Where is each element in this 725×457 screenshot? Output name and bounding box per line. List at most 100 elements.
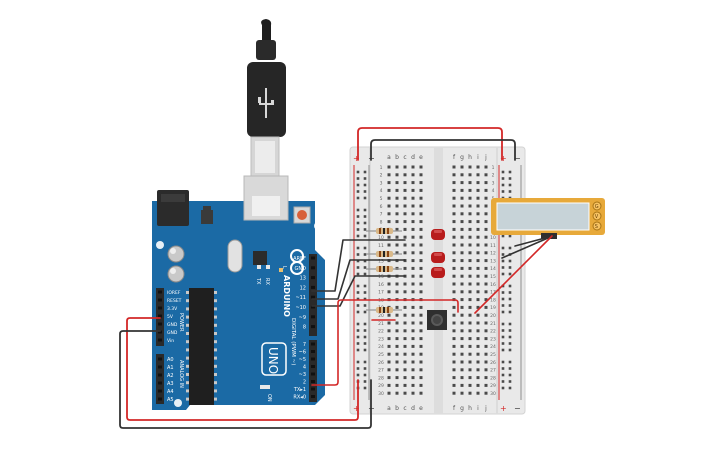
breadboard-hole[interactable]	[460, 282, 464, 286]
breadboard-hole[interactable]	[387, 368, 391, 372]
lcd-module[interactable]: G V S	[491, 198, 605, 239]
usb-cable[interactable]	[247, 19, 286, 178]
power-pin-2[interactable]	[158, 306, 162, 310]
breadboard-hole[interactable]	[476, 352, 480, 356]
breadboard-hole[interactable]	[484, 368, 488, 372]
breadboard-hole[interactable]	[403, 282, 407, 286]
rail-hole[interactable]	[501, 253, 505, 256]
rail-hole[interactable]	[363, 335, 367, 339]
breadboard-hole[interactable]	[452, 259, 456, 263]
breadboard-hole[interactable]	[476, 235, 480, 239]
reset-button[interactable]	[293, 206, 311, 224]
breadboard-hole[interactable]	[403, 165, 407, 169]
breadboard-hole[interactable]	[460, 204, 464, 208]
breadboard-hole[interactable]	[468, 337, 472, 341]
rail-hole[interactable]	[508, 367, 512, 370]
breadboard-hole[interactable]	[403, 196, 407, 200]
breadboard-hole[interactable]	[476, 212, 480, 216]
analog-pin-5[interactable]	[158, 397, 162, 401]
rail-hole[interactable]	[501, 335, 505, 339]
rail-hole[interactable]	[356, 373, 360, 377]
breadboard-hole[interactable]	[419, 204, 423, 208]
rail-hole[interactable]	[363, 208, 367, 212]
breadboard-hole[interactable]	[403, 243, 407, 247]
breadboard-hole[interactable]	[452, 243, 456, 247]
rail-hole[interactable]	[508, 380, 512, 383]
rail-hole[interactable]	[508, 272, 512, 276]
breadboard-hole[interactable]	[419, 227, 423, 231]
resistor-2[interactable]	[366, 251, 402, 257]
breadboard-hole[interactable]	[452, 282, 456, 286]
breadboard-hole[interactable]	[395, 321, 399, 325]
breadboard-hole[interactable]	[411, 266, 415, 270]
breadboard-hole[interactable]	[484, 165, 488, 169]
breadboard-hole[interactable]	[395, 204, 399, 208]
digital-pin-1[interactable]	[311, 266, 315, 270]
breadboard-hole[interactable]	[387, 329, 391, 333]
rail-hole[interactable]	[501, 170, 505, 174]
breadboard-hole[interactable]	[403, 290, 407, 294]
breadboard-hole[interactable]	[452, 173, 456, 177]
breadboard-hole[interactable]	[460, 251, 464, 255]
breadboard-hole[interactable]	[460, 212, 464, 216]
breadboard-hole[interactable]	[403, 360, 407, 364]
breadboard-hole[interactable]	[484, 376, 488, 380]
breadboard-hole[interactable]	[419, 181, 423, 185]
breadboard-hole[interactable]	[395, 235, 399, 239]
rail-hole[interactable]	[508, 234, 512, 238]
breadboard-hole[interactable]	[476, 259, 480, 263]
rail-hole[interactable]	[501, 291, 505, 294]
breadboard-hole[interactable]	[484, 220, 488, 224]
rail-hole[interactable]	[363, 221, 367, 225]
breadboard-hole[interactable]	[484, 337, 488, 341]
push-button[interactable]	[427, 310, 447, 330]
breadboard-hole[interactable]	[468, 383, 472, 387]
digital-pin-4[interactable]	[311, 295, 315, 299]
wire-lcd-signal[interactable]	[474, 235, 553, 314]
rail-hole[interactable]	[356, 266, 360, 269]
breadboard-hole[interactable]	[460, 274, 464, 278]
rail-hole[interactable]	[363, 373, 367, 377]
breadboard-hole[interactable]	[411, 204, 415, 208]
rail-hole[interactable]	[363, 284, 367, 288]
breadboard-hole[interactable]	[452, 391, 456, 395]
breadboard-hole[interactable]	[387, 212, 391, 216]
breadboard-hole[interactable]	[468, 329, 472, 333]
rail-hole[interactable]	[363, 196, 367, 200]
rail-hole[interactable]	[356, 208, 360, 212]
breadboard-hole[interactable]	[387, 188, 391, 192]
breadboard-hole[interactable]	[411, 173, 415, 177]
breadboard-hole[interactable]	[476, 282, 480, 286]
breadboard-hole[interactable]	[484, 181, 488, 185]
breadboard-hole[interactable]	[460, 188, 464, 192]
breadboard-hole[interactable]	[476, 266, 480, 270]
breadboard-hole[interactable]	[403, 266, 407, 270]
breadboard-hole[interactable]	[411, 220, 415, 224]
power-pin-4[interactable]	[158, 322, 162, 326]
breadboard-hole[interactable]	[452, 383, 456, 387]
breadboard-hole[interactable]	[387, 204, 391, 208]
rail-hole[interactable]	[363, 177, 367, 180]
power-pin-5[interactable]	[158, 330, 162, 334]
rail-hole[interactable]	[501, 367, 505, 370]
rail-hole[interactable]	[356, 348, 360, 352]
rail-hole[interactable]	[363, 228, 367, 231]
rail-hole[interactable]	[356, 190, 360, 193]
rail-hole[interactable]	[508, 373, 512, 377]
breadboard-hole[interactable]	[484, 282, 488, 286]
breadboard-hole[interactable]	[452, 165, 456, 169]
power-pin-6[interactable]	[158, 338, 162, 342]
analog-pin-1[interactable]	[158, 365, 162, 369]
breadboard-hole[interactable]	[387, 196, 391, 200]
breadboard-hole[interactable]	[419, 368, 423, 372]
breadboard-hole[interactable]	[419, 220, 423, 224]
rail-hole[interactable]	[501, 373, 505, 377]
breadboard-hole[interactable]	[484, 196, 488, 200]
breadboard-hole[interactable]	[476, 321, 480, 325]
breadboard-hole[interactable]	[403, 173, 407, 177]
breadboard-hole[interactable]	[411, 305, 415, 309]
breadboard-hole[interactable]	[387, 360, 391, 364]
breadboard-hole[interactable]	[484, 321, 488, 325]
breadboard-hole[interactable]	[395, 165, 399, 169]
rail-hole[interactable]	[501, 297, 505, 301]
